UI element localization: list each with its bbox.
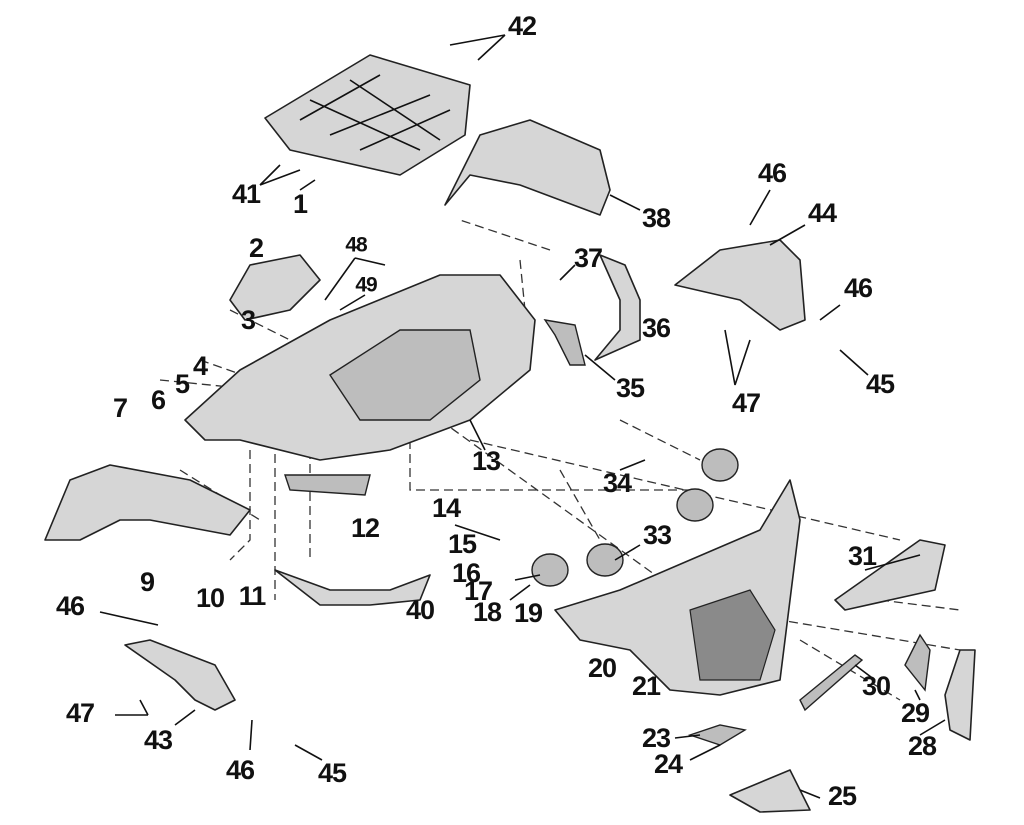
callout-44: 44 — [808, 198, 837, 228]
callout-7: 7 — [113, 393, 127, 423]
callout-43: 43 — [144, 725, 173, 755]
part-40-lower-panel — [274, 569, 431, 606]
callout-40: 40 — [406, 595, 434, 625]
callout-14: 14 — [432, 493, 461, 523]
callout-1: 1 — [293, 189, 308, 219]
callout-36: 36 — [642, 313, 671, 343]
callout-29: 29 — [901, 698, 930, 728]
part-9-rear-fender — [44, 464, 251, 541]
callout-23: 23 — [642, 723, 671, 753]
callout-46: 46 — [758, 158, 787, 188]
callout-38: 38 — [642, 203, 671, 233]
part-28-guard — [944, 649, 976, 741]
callout-17: 17 — [464, 576, 492, 606]
callout-19: 19 — [514, 598, 543, 628]
callout-41: 41 — [232, 179, 261, 209]
callout-20: 20 — [588, 653, 616, 683]
callout-21: 21 — [632, 671, 661, 701]
callout-42: 42 — [508, 11, 536, 41]
callout-46: 46 — [56, 591, 85, 621]
callout-5: 5 — [175, 369, 190, 399]
part-21-front-body — [554, 479, 801, 696]
callout-46: 46 — [844, 273, 873, 303]
callout-49: 49 — [355, 274, 377, 297]
callout-6: 6 — [151, 385, 166, 415]
callout-10: 10 — [196, 583, 224, 613]
callout-15: 15 — [448, 529, 477, 559]
callout-47: 47 — [66, 698, 94, 728]
callout-48: 48 — [345, 234, 368, 257]
callout-3: 3 — [241, 305, 256, 335]
callout-11: 11 — [239, 581, 267, 611]
callout-47: 47 — [732, 388, 760, 418]
part-3-cover — [229, 254, 321, 321]
callout-12: 12 — [351, 513, 379, 543]
part-25-skid-plate — [729, 769, 811, 813]
callout-28: 28 — [908, 731, 937, 761]
callout-34: 34 — [603, 468, 632, 498]
callout-33: 33 — [643, 520, 672, 550]
callout-18: 18 — [473, 597, 502, 627]
callout-9: 9 — [140, 567, 155, 597]
callout-46: 46 — [226, 755, 255, 785]
callout-35: 35 — [616, 373, 645, 403]
part-23-24-skid — [687, 724, 747, 746]
callout-13: 13 — [472, 446, 501, 476]
part-35-trim — [543, 319, 586, 366]
part-36-trim — [594, 254, 641, 361]
part-30-strip — [799, 654, 864, 712]
callout-45: 45 — [866, 369, 895, 399]
headlights — [531, 448, 739, 587]
part-12-trim — [284, 474, 371, 496]
callout-4: 4 — [193, 351, 208, 381]
callout-2: 2 — [249, 233, 263, 263]
part-13-main-body — [184, 274, 536, 461]
part-38-rear-panel — [444, 119, 611, 216]
part-31-bumper-cap — [834, 539, 946, 611]
leader-lines — [99, 34, 946, 799]
part-44-side-cover — [674, 239, 806, 331]
callout-37: 37 — [574, 243, 602, 273]
callout-labels: 42 41 1 38 46 44 2 48 49 37 36 46 3 4 5 … — [56, 11, 938, 811]
callout-45: 45 — [318, 758, 347, 788]
callout-16: 16 — [452, 558, 481, 588]
part-29-bracket — [904, 633, 931, 692]
callout-30: 30 — [862, 671, 890, 701]
part-1-rear-rack — [264, 54, 471, 176]
callout-24: 24 — [654, 749, 683, 779]
callout-31: 31 — [848, 541, 877, 571]
assembly-lines — [159, 219, 961, 701]
part-43-side-cover — [124, 639, 236, 711]
callout-25: 25 — [828, 781, 857, 811]
